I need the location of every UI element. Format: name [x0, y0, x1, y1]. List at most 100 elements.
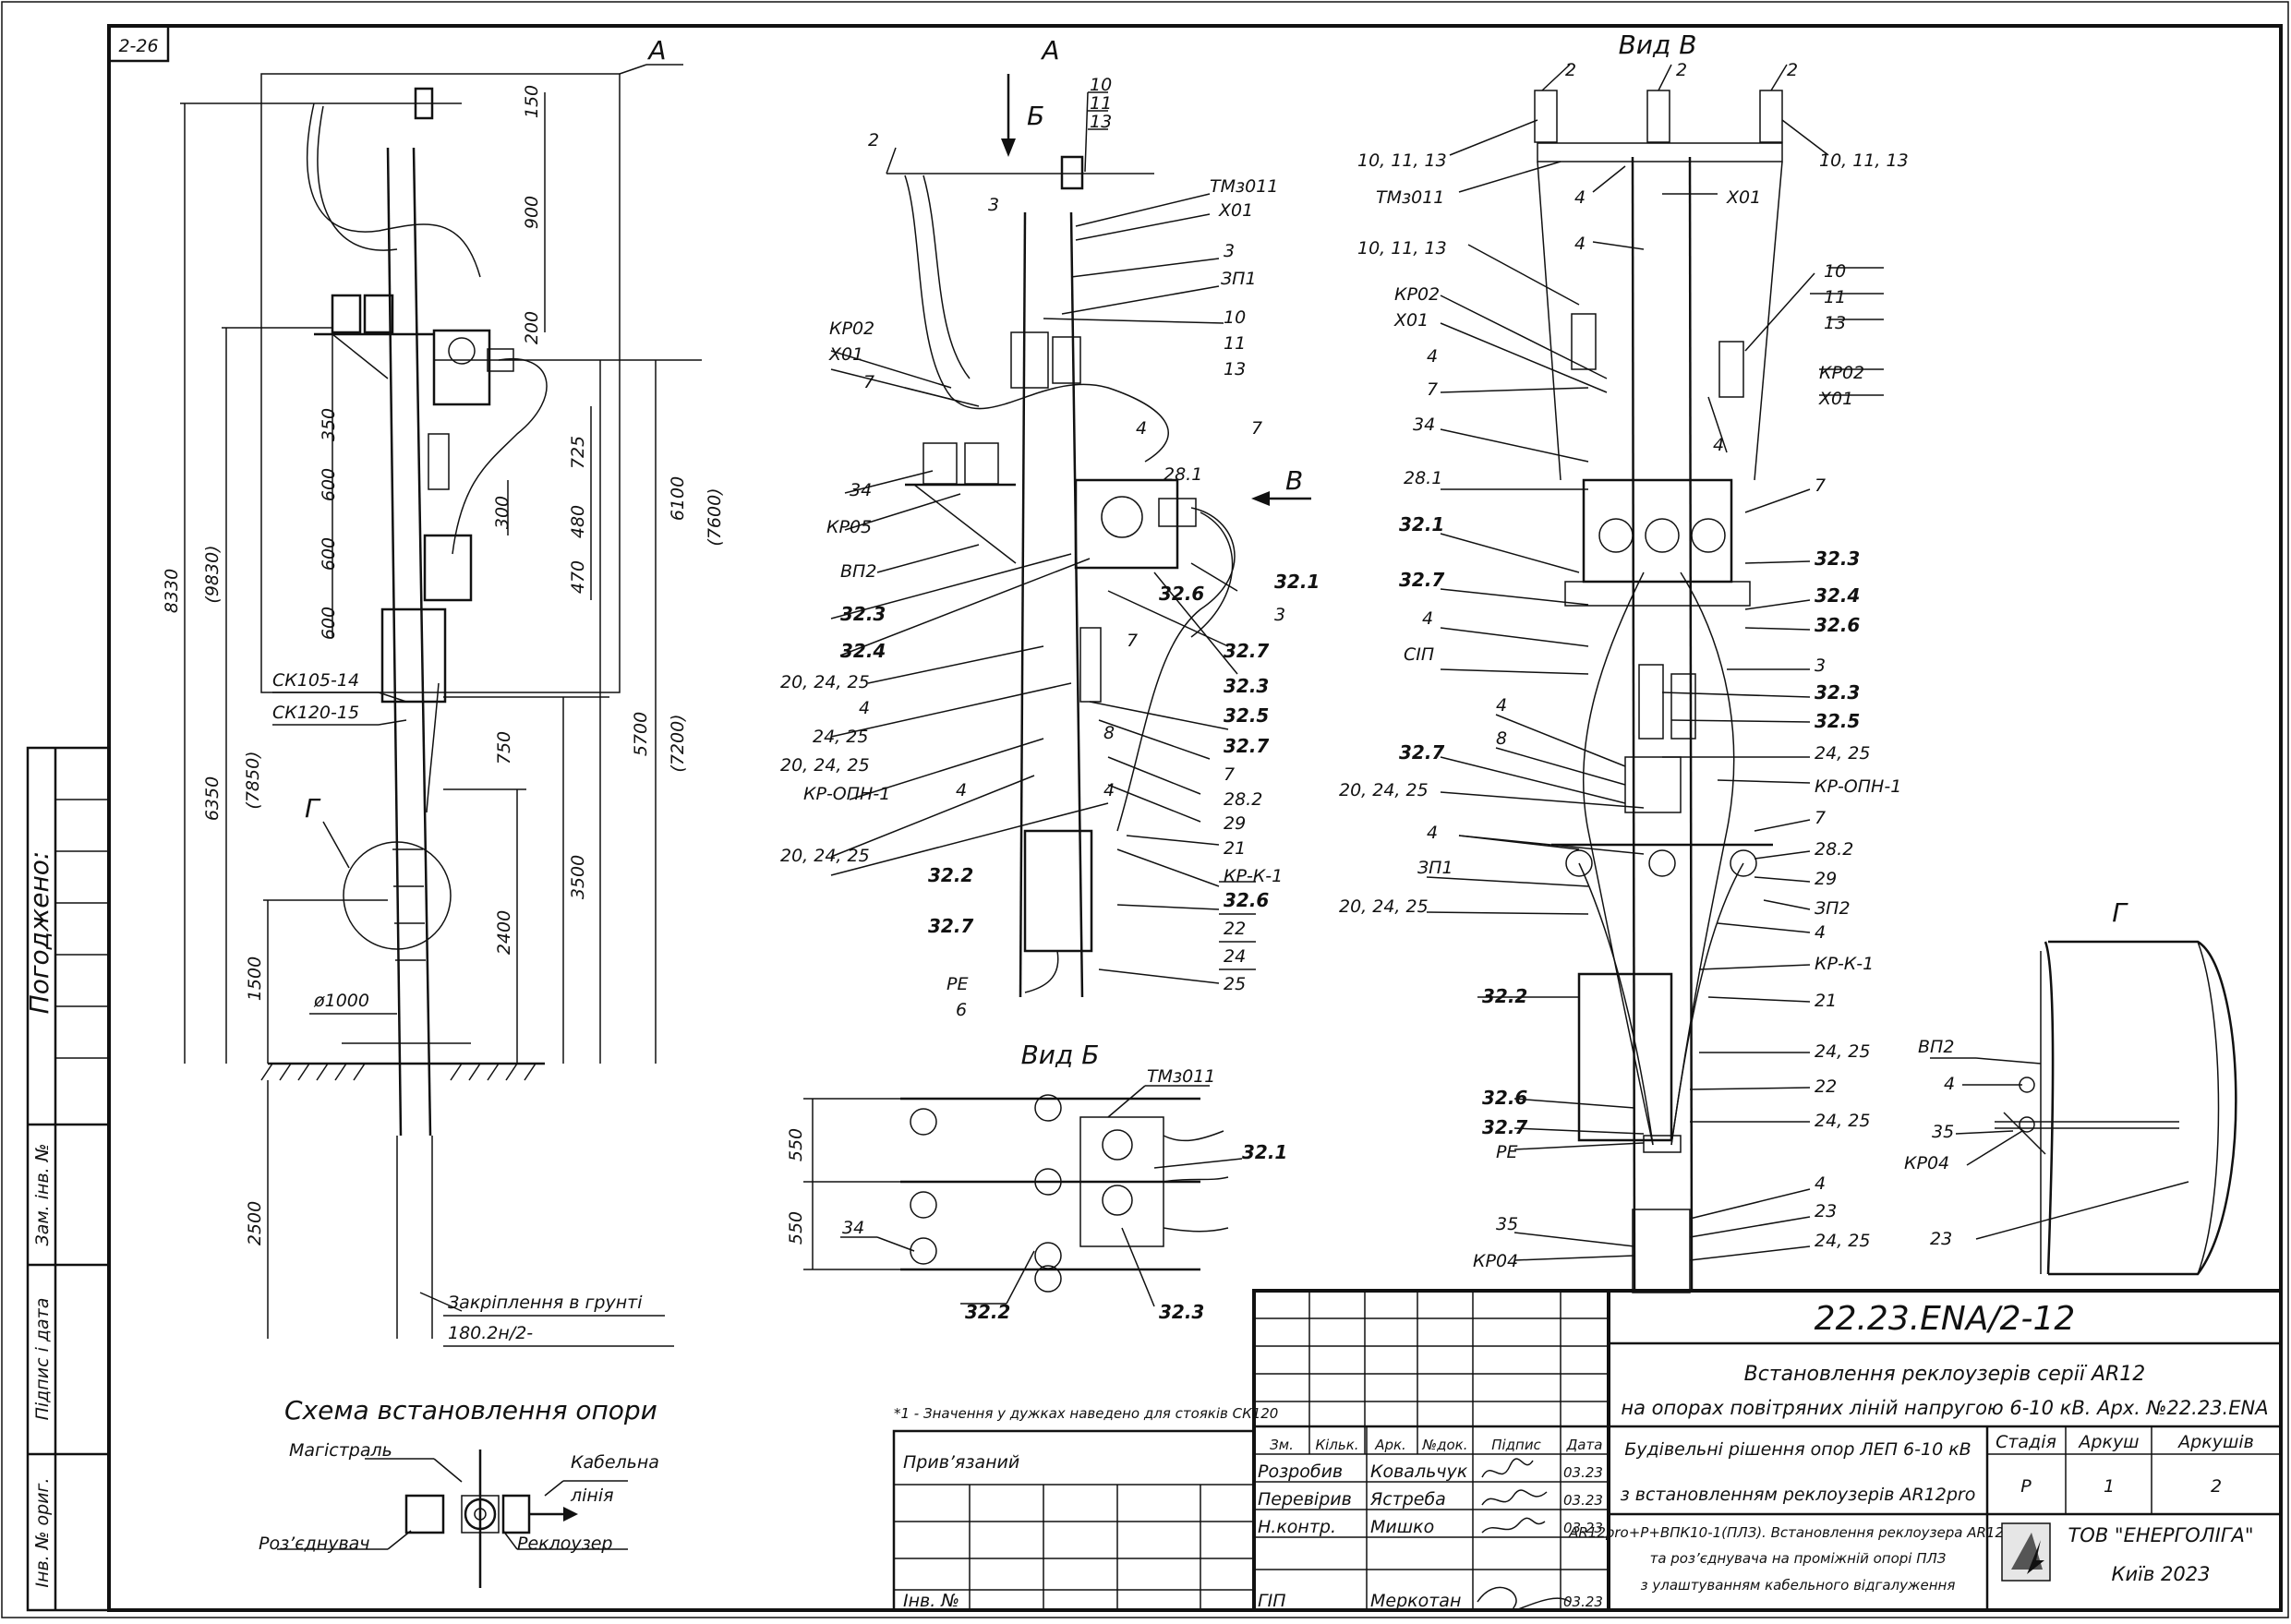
vidv-lbl-54: 32.7 [1482, 1116, 1527, 1138]
stamp-inv-orig: Інв. № ориг. [32, 1477, 53, 1587]
vidv-lbl-33: 4 [1496, 695, 1507, 716]
vidv-lbl-0: 2 [1565, 60, 1576, 80]
vidv-lbl-59: 24, 25 [1815, 1231, 1870, 1251]
front-lbl-4: ТМз011 [1210, 176, 1278, 197]
sheet-id: 2-26 [118, 36, 158, 56]
dim-7600: (7600) [705, 487, 725, 546]
front-lbl-26: 20, 24, 25 [780, 755, 870, 776]
scheme-magistral: Магістраль [289, 1440, 392, 1461]
vidv-lbl-53: 24, 25 [1815, 1111, 1870, 1131]
vidv-lbl-23: 32.1 [1399, 513, 1444, 535]
section-line-2: з встановленням реклоузерів AR12pro [1621, 1485, 1976, 1505]
vidv-lbl-50: 24, 25 [1815, 1041, 1870, 1062]
vidv-lbl-41: 28.2 [1815, 839, 1853, 860]
front-lbl-15: 4 [1136, 418, 1147, 439]
vidb-lbl-3: 32.1 [1242, 1141, 1287, 1163]
scheme-block: Схема встановлення опори Магістраль Кабе… [259, 1395, 659, 1588]
vidv-lbl-5: ТМз011 [1376, 187, 1444, 208]
front-lbl-32: РЕ [947, 974, 968, 994]
front-lbl-37: 7 [1127, 631, 1138, 651]
vidv-lbl-16: КР02 [1819, 363, 1864, 383]
vidv-lbl-12: 10 [1824, 261, 1846, 282]
vidv-lbl-24: 32.3 [1815, 547, 1860, 570]
vidv-lbl-37: КР-ОПН-1 [1815, 776, 1901, 797]
vidb-lbl-5: 32.2 [965, 1301, 1010, 1323]
front-lbl-21: 32.3 [840, 603, 886, 625]
vidv-lbl-34: 8 [1496, 728, 1507, 749]
dim-8330: 8330 [162, 569, 182, 613]
tb-role-1: Перевірив [1258, 1489, 1352, 1510]
side-stamp: Погоджено: Зам. інв. № Підпис і дата Інв… [24, 746, 111, 1612]
section-line-1: Будівельні рішення опор ЛЕП 6-10 кВ [1624, 1439, 1971, 1460]
dim-3500: 3500 [568, 855, 588, 899]
front-lbl-9: КР02 [829, 319, 874, 339]
vidv-lbl-52: 32.6 [1482, 1087, 1527, 1109]
tb-date-1: 03.23 [1563, 1492, 1603, 1509]
front-lbl-14: 13 [1224, 359, 1246, 379]
vidv-lbl-6: 4 [1574, 187, 1586, 208]
sheets-value: 2 [2211, 1476, 2222, 1497]
dim-600b: 600 [319, 537, 339, 571]
front-lbl-2: 11 [1090, 93, 1112, 114]
front-lbl-39: 32.3 [1224, 675, 1269, 697]
stage-value: Р [2020, 1476, 2032, 1497]
vidb-dim-550a: 550 [786, 1128, 806, 1161]
vidb-lbl-0: ТМз011 [1147, 1066, 1215, 1087]
vidv-lbl-22: 7 [1815, 475, 1826, 496]
front-lbl-6: 3 [988, 195, 999, 215]
company-logo [2001, 1522, 2051, 1582]
dim-6100: 6100 [668, 476, 688, 521]
post-label-1: СК105-14 [272, 670, 359, 691]
vidv-lbl-13: 11 [1824, 287, 1846, 307]
vidv-lbl-48: 21 [1815, 991, 1837, 1011]
sheet-id-box [107, 24, 170, 63]
vid-v-title: Вид В [1619, 30, 1697, 60]
front-lbl-38: 32.7 [1224, 640, 1269, 662]
front-lbl-30: 32.2 [928, 864, 973, 886]
vidv-lbl-60: КР04 [1473, 1251, 1518, 1271]
vidv-lbl-57: 23 [1815, 1201, 1837, 1221]
front-lbl-1: 10 [1090, 75, 1112, 95]
front-lbl-35: 3 [1274, 605, 1285, 625]
detg-lbl-0: ВП2 [1918, 1037, 1954, 1057]
vidv-lbl-7: Х01 [1726, 187, 1761, 208]
dim-600c: 600 [319, 607, 339, 640]
vidv-lbl-58: 35 [1496, 1214, 1518, 1234]
vidb-lbl-6: 32.3 [1159, 1301, 1204, 1323]
front-lbl-29: 20, 24, 25 [780, 846, 870, 866]
dim-2400: 2400 [494, 910, 514, 955]
sheet-name-2: та роз’єднувача на проміжній опорі ПЛЗ [1650, 1550, 1947, 1567]
tb-name-3: Меркотан [1370, 1591, 1461, 1611]
vidv-lbl-26: 32.4 [1815, 584, 1860, 607]
front-view-a: А Б В [780, 35, 1320, 1020]
front-lbl-42: 32.7 [1224, 735, 1269, 757]
vidv-lbl-2: 2 [1787, 60, 1798, 80]
sheet-label: Аркуш [2077, 1432, 2139, 1452]
tb-col-4: Підпис [1491, 1437, 1541, 1453]
privyazanyi-block: Прив’язаний Інв. № [892, 1429, 1256, 1612]
dim-5700: 5700 [631, 712, 651, 756]
front-view-title: А [1040, 35, 1059, 66]
stamp-pogodzheno: Погоджено: [24, 851, 54, 1015]
front-lbl-10: Х01 [828, 344, 863, 365]
dim-470: 470 [568, 560, 588, 594]
front-lbl-0: 2 [868, 130, 879, 150]
vidv-lbl-49: 32.2 [1482, 985, 1527, 1007]
vidv-lbl-56: 4 [1815, 1173, 1826, 1194]
scheme-cable-1: Кабельна [571, 1452, 659, 1473]
front-lbl-40: 32.5 [1224, 704, 1269, 727]
stamp-pidpys: Підпис і дата [32, 1298, 53, 1421]
front-lbl-36: 32.6 [1159, 583, 1204, 605]
signature-1 [1481, 1458, 1534, 1478]
front-lbl-18: 34 [850, 480, 872, 500]
front-lbl-12: 10 [1224, 307, 1246, 328]
tb-name-1: Ястреба [1369, 1489, 1446, 1510]
dim-200: 200 [522, 311, 542, 344]
signature-3 [1481, 1517, 1546, 1534]
sheet-value: 1 [2104, 1476, 2115, 1497]
front-lbl-48: КР-К-1 [1224, 866, 1283, 886]
scheme-title: Схема встановлення опори [284, 1395, 657, 1426]
vidv-lbl-36: 32.7 [1399, 741, 1444, 764]
dim-7850: (7850) [243, 751, 263, 809]
